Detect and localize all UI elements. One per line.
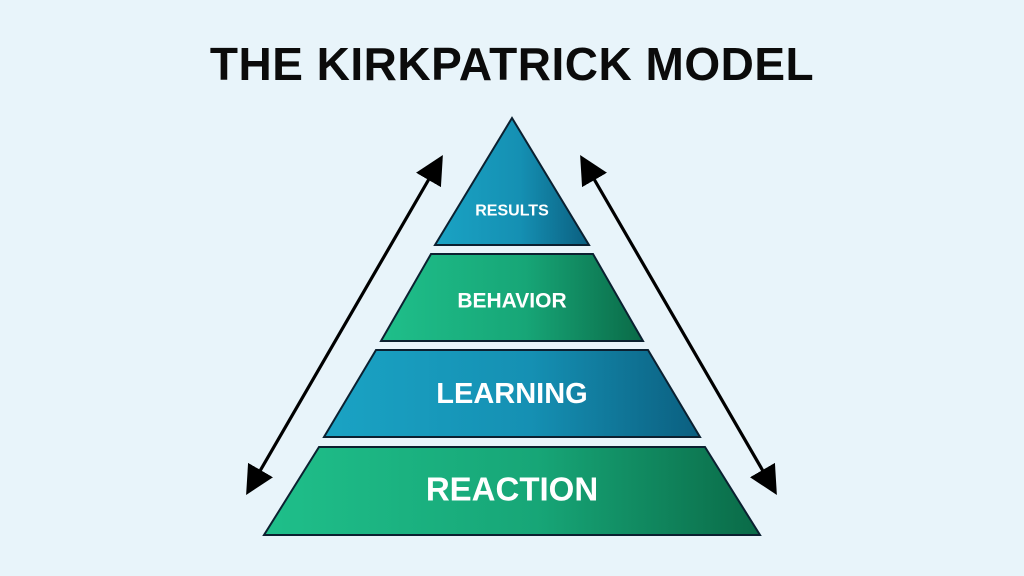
pyramid-tier-learning: LEARNING xyxy=(322,349,702,438)
pyramid-tier-behavior: BEHAVIOR xyxy=(379,253,645,342)
right-double-arrow-icon xyxy=(580,155,777,495)
tier-label-behavior: BEHAVIOR xyxy=(457,290,566,313)
page-title: THE KIRKPATRICK MODEL xyxy=(209,38,815,90)
left-double-arrow-icon xyxy=(246,155,443,495)
tier-label-reaction: REACTION xyxy=(426,471,598,508)
tier-label-learning: LEARNING xyxy=(436,378,587,410)
pyramid-tier-reaction: REACTION xyxy=(262,446,762,536)
pyramid-tier-results: RESULTS xyxy=(433,116,591,246)
tier-label-results: RESULTS xyxy=(475,203,549,220)
